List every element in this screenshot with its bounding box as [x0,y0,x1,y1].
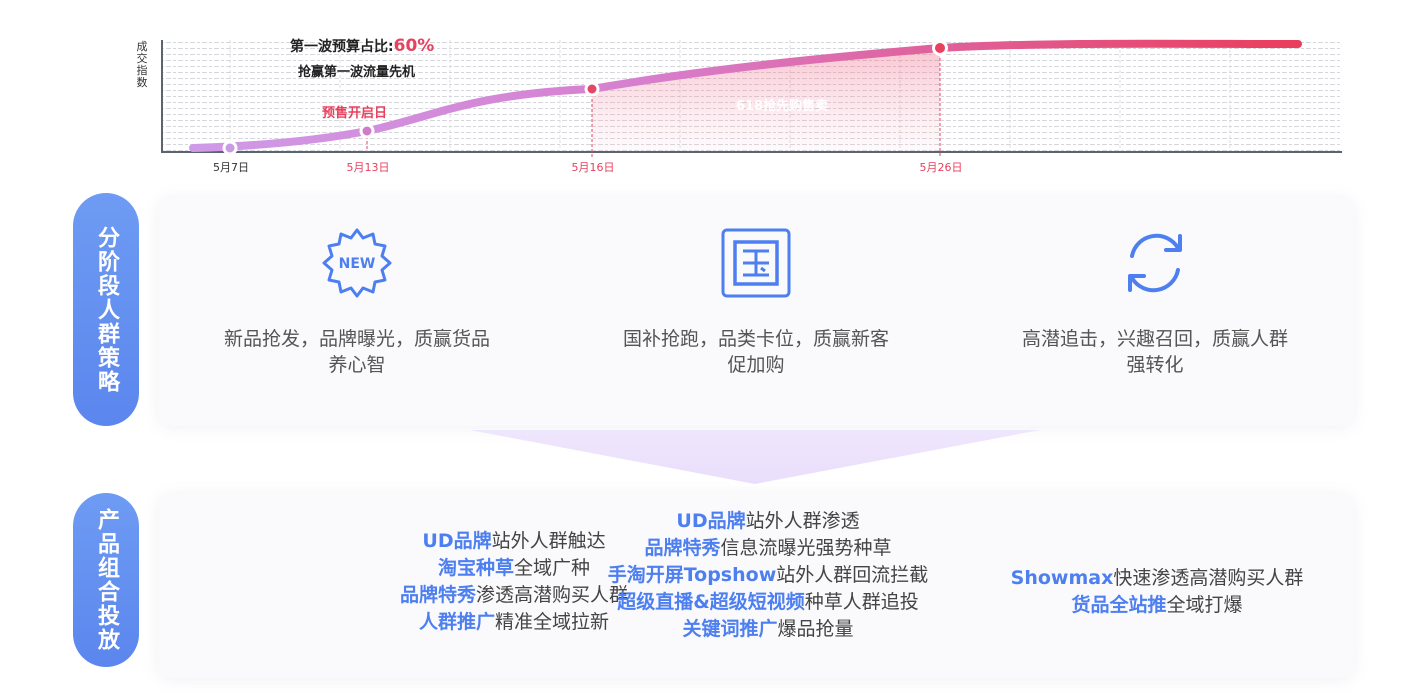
strategy-desc-line: 新品抢发，品牌曝光，质赢货品 [223,328,490,350]
products-column-2: UD品牌站外人群渗透 品牌特秀信息流曝光强势种草 手淘开屏Topshow站外人群… [568,508,968,643]
point-5-13 [359,123,375,139]
x-tick-label: 5月26日 [920,161,963,174]
products-column-1: UD品牌站外人群触达 淘宝种草全域广种 品牌特秀渗透高潜购买人群 人群推广精准全… [338,528,690,636]
product-line: UD品牌站外人群渗透 [676,510,860,532]
sale-period-label: 618抢先购售卖 [736,98,828,114]
y-axis-label-char: 指 [137,63,148,77]
growth-chart: 成 交 指 数 5月7日 5月13日 5月16日 5月26日 第一波预算占比:6… [137,36,1342,174]
strategy-desc-line: 国补抢跑，品类卡位，质赢新客 [622,328,889,350]
strategy-desc-line: 养心智 [328,354,386,376]
budget-label: 第一波预算占比: [290,38,394,55]
point-5-7 [222,140,238,156]
product-line: Showmax快速渗透高潜购买人群 [1010,567,1304,589]
new-badge-icon: NEW [322,228,392,298]
product-line: 关键词推广爆品抢量 [682,618,854,640]
product-line: 品牌特秀信息流曝光强势种草 [644,537,892,559]
point-5-26 [932,40,948,56]
product-line: 超级直播&超级短视频种草人群追投 [617,591,919,613]
strategy-desc-line: 高潜追击，兴趣召回，质赢人群 [1021,328,1288,350]
strategy-panel: NEW 新品抢发，品牌曝光，质赢货品 养心智 国补抢跑，品类卡位，质赢新客 促加… [158,196,1354,426]
product-line: 货品全站推全域打爆 [1071,594,1243,616]
x-tick-label: 5月7日 [213,161,249,174]
budget-value: 60% [394,36,435,56]
strategy-item-retarget: 高潜追击，兴趣召回，质赢人群 强转化 [956,196,1354,426]
product-line: UD品牌站外人群触达 [422,530,606,552]
y-axis-label-char: 成 [137,40,148,53]
products-column-3: Showmax快速渗透高潜购买人群 货品全站推全域打爆 [978,565,1336,619]
point-5-16 [584,81,600,97]
product-line: 淘宝种草全域广种 [437,557,591,579]
y-axis-label-char: 数 [137,76,148,89]
products-panel: UD品牌站外人群触达 淘宝种草全域广种 品牌特秀渗透高潜购买人群 人群推广精准全… [158,493,1354,678]
strategy-item-subsidy: 国补抢跑，品类卡位，质赢新客 促加购 [557,196,955,426]
budget-subtitle: 抢赢第一波流量先机 [298,64,415,80]
budget-annotation: 第一波预算占比:60% [290,36,434,56]
strategy-item-new-product: NEW 新品抢发，品牌曝光，质赢货品 养心智 [158,196,556,426]
y-axis-label-char: 交 [137,51,148,65]
strategy-desc: 国补抢跑，品类卡位，质赢新客 促加购 [577,326,935,378]
svg-text:NEW: NEW [339,256,376,272]
sale-period-area [592,48,940,152]
growth-curve [189,39,1302,152]
strategy-desc: 新品抢发，品牌曝光，质赢货品 养心智 [178,326,536,378]
product-line: 手淘开屏Topshow站外人群回流拦截 [607,564,929,586]
presale-label: 预售开启日 [322,105,387,121]
strategy-pill: 分阶段人群策略 [73,193,139,426]
strategy-desc-line: 促加购 [727,354,785,376]
product-line: 品牌特秀渗透高潜购买人群 [399,584,629,606]
x-tick-label: 5月16日 [572,161,615,174]
products-pill: 产品组合投放 [73,493,139,667]
x-tick-label: 5月13日 [347,161,390,174]
strategy-desc-line: 强转化 [1126,354,1184,376]
strategy-desc: 高潜追击，兴趣召回，质赢人群 强转化 [976,326,1334,378]
section-connector [470,430,1040,484]
guo-square-icon [721,228,791,298]
product-line: 人群推广精准全域拉新 [418,611,610,633]
refresh-cycle-icon [1128,233,1182,293]
